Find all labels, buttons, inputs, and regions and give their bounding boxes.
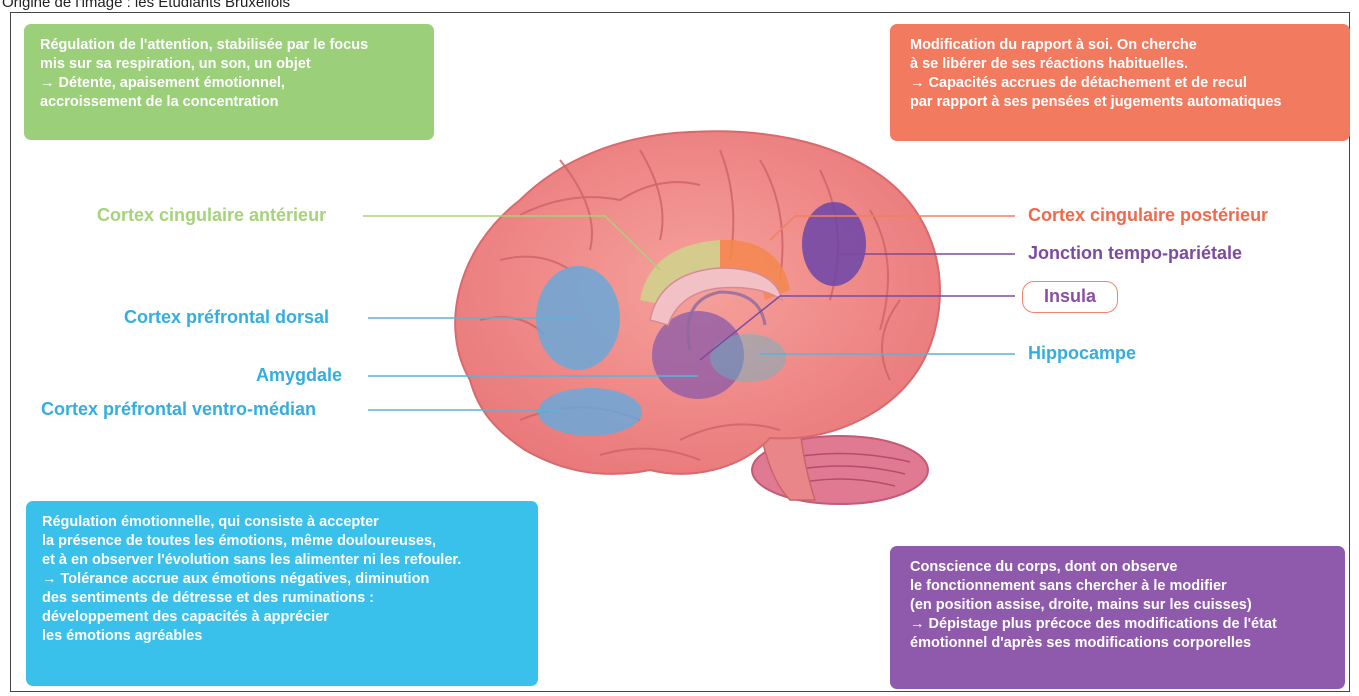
label-amygdala: Amygdale (256, 365, 343, 385)
emotion-line-5: des sentiments de détresse et des rumina… (42, 590, 374, 606)
pfc-vm-region (538, 388, 642, 436)
attention-line-2: mis sur sa respiration, un son, un objet (40, 56, 311, 72)
self-line-2: à se libérer de ses réactions habituelle… (910, 56, 1189, 72)
image-caption: Origine de l'image : les Etudiants Bruxe… (2, 0, 291, 11)
label-pfc-dorsal: Cortex préfrontal dorsal (124, 307, 330, 327)
acc-region (640, 240, 720, 305)
figure-frame (10, 12, 1350, 692)
emotion-line-4: → Tolérance accrue aux émotions négative… (42, 571, 430, 587)
self-line-1: Modification du rapport à soi. On cherch… (910, 37, 1197, 53)
label-tpj: Jonction tempo-pariétale (1028, 243, 1243, 263)
corpus-callosum (649, 267, 784, 326)
label-pfc-vm: Cortex préfrontal ventro-médian (41, 399, 317, 419)
self-line-4: par rapport à ses pensées et jugements a… (910, 94, 1282, 110)
emotion-line-7: les émotions agréables (42, 628, 203, 644)
label-hippocampus: Hippocampe (1028, 343, 1137, 363)
emotion-line-3: et à en observer l'évolution sans les al… (42, 552, 462, 568)
body-line-2: le fonctionnement sans chercher à le mod… (910, 578, 1227, 594)
body-awareness-box: Conscience du corps, dont on observe le … (890, 546, 1345, 689)
connector-lines (363, 215, 1015, 411)
self-relation-box: Modification du rapport à soi. On cherch… (890, 24, 1350, 141)
body-line-3: (en position assise, droite, mains sur l… (910, 597, 1252, 613)
hippocampus-region (710, 334, 786, 382)
self-line-3: → Capacités accrues de détachement et de… (910, 75, 1247, 91)
label-acc: Cortex cingulaire antérieur (97, 205, 327, 225)
emotion-line-1: Régulation émotionnelle, qui consiste à … (42, 514, 379, 530)
label-pcc: Cortex cingulaire postérieur (1028, 205, 1269, 225)
attention-line-4: accroissement de la concentration (40, 94, 279, 110)
body-line-1: Conscience du corps, dont on observe (910, 559, 1178, 575)
body-line-5: émotionnel d'après ses modifications cor… (910, 635, 1252, 651)
brainstem (759, 429, 817, 501)
label-insula: Insula (1022, 281, 1118, 313)
body-line-4: → Dépistage plus précoce des modificatio… (910, 616, 1277, 632)
emotion-line-2: la présence de toutes les émotions, même… (42, 533, 437, 549)
tpj-region (802, 202, 866, 286)
attention-box: Régulation de l'attention, stabilisée pa… (24, 24, 434, 140)
attention-line-1: Régulation de l'attention, stabilisée pa… (40, 37, 369, 53)
emotion-regulation-box: Régulation émotionnelle, qui consiste à … (26, 501, 538, 686)
attention-line-3: → Détente, apaisement émotionnel, (40, 75, 285, 91)
limbic-arc (686, 290, 767, 351)
emotion-line-6: développement des capacités à apprécier (42, 609, 329, 625)
amygdala-region (652, 311, 744, 399)
